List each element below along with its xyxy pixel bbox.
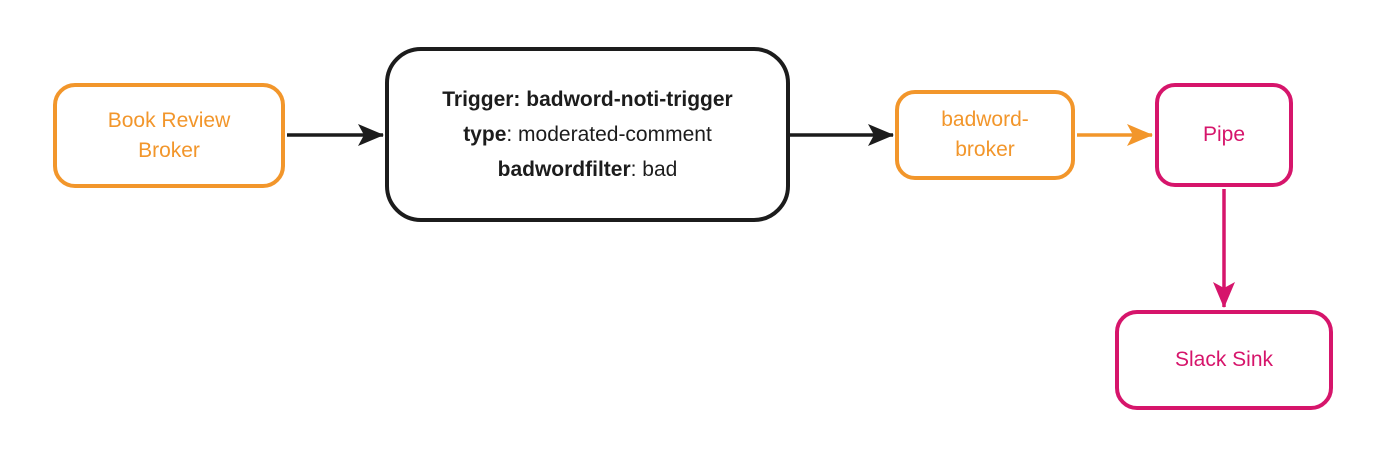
trigger-text: Trigger: badword-noti-trigger type: mode…	[442, 82, 732, 187]
node-slack-sink: Slack Sink	[1115, 310, 1333, 410]
trigger-type-key: type	[463, 123, 507, 146]
trigger-title: Trigger: badword-noti-trigger	[442, 82, 732, 117]
trigger-attribute-badwordfilter: badwordfilter: bad	[442, 152, 732, 187]
trigger-attribute-type: type: moderated-comment	[442, 117, 732, 152]
node-slack-sink-label: Slack Sink	[1174, 348, 1274, 372]
node-book-review-broker: Book Review Broker	[53, 83, 285, 188]
node-pipe-label: Pipe	[1202, 123, 1246, 147]
node-trigger: Trigger: badword-noti-trigger type: mode…	[385, 47, 790, 222]
node-book-review-broker-label: Book Review Broker	[107, 108, 231, 162]
trigger-badwordfilter-value: : bad	[630, 158, 678, 181]
trigger-type-value: : moderated-comment	[506, 123, 712, 146]
node-badword-broker-label: badword-broker	[941, 108, 1029, 161]
node-badword-broker: badword-broker	[895, 90, 1075, 180]
node-pipe: Pipe	[1155, 83, 1293, 187]
trigger-title-text: Trigger: badword-noti-trigger	[442, 88, 733, 111]
trigger-badwordfilter-key: badwordfilter	[497, 158, 631, 181]
